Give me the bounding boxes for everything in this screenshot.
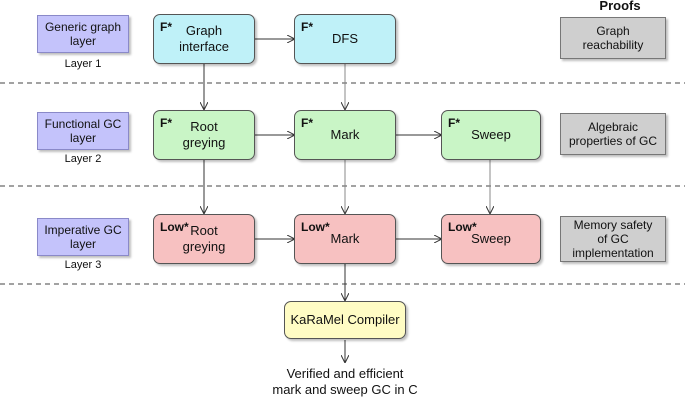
- mark-fstar-box: F* Mark: [294, 110, 396, 160]
- karamel-compiler-label: KaRaMel Compiler: [290, 312, 400, 327]
- proof-algebraic-properties: Algebraic properties of GC: [560, 113, 666, 155]
- graph-interface-box: F* Graph interface: [153, 14, 255, 64]
- sweep-fstar-box: F* Sweep: [441, 110, 541, 160]
- layer-1-number: Layer 1: [64, 58, 102, 70]
- karamel-compiler-box: KaRaMel Compiler: [284, 301, 406, 339]
- proofs-title: Proofs: [599, 0, 641, 13]
- root-greying-fstar-label: Root greying: [182, 119, 226, 150]
- mark-fstar-tag: F*: [301, 116, 313, 130]
- graph-interface-label: Graph interface: [179, 23, 229, 54]
- layer-2-number: Layer 2: [64, 153, 102, 165]
- proof-graph-reachability: Graph reachability: [560, 17, 666, 59]
- dfs-box: F* DFS: [294, 14, 396, 64]
- root-greying-lowstar-box: Low* Root greying: [153, 214, 255, 264]
- proof-memory-safety: Memory safety of GC implementation: [560, 216, 666, 262]
- sweep-lowstar-label: Sweep: [471, 231, 511, 246]
- sweep-lowstar-tag: Low*: [448, 220, 477, 234]
- mark-lowstar-tag: Low*: [301, 220, 330, 234]
- mark-lowstar-box: Low* Mark: [294, 214, 396, 264]
- sweep-fstar-label: Sweep: [471, 127, 511, 142]
- graph-interface-tag: F*: [160, 20, 172, 34]
- dfs-label: DFS: [332, 31, 358, 46]
- layer-3-label: Imperative GC layer: [37, 218, 129, 256]
- root-greying-lowstar-tag: Low*: [160, 220, 189, 234]
- output-text: Verified and efficient mark and sweep GC…: [272, 366, 418, 397]
- mark-fstar-label: Mark: [330, 127, 360, 142]
- root-greying-fstar-tag: F*: [160, 116, 172, 130]
- sweep-lowstar-box: Low* Sweep: [441, 214, 541, 264]
- root-greying-lowstar-label: Root greying: [182, 223, 226, 254]
- layer-3-number: Layer 3: [64, 259, 102, 271]
- root-greying-fstar-box: F* Root greying: [153, 110, 255, 160]
- mark-lowstar-label: Mark: [330, 231, 360, 246]
- dfs-tag: F*: [301, 20, 313, 34]
- layer-2-label: Functional GC layer: [37, 112, 129, 150]
- layer-1-label: Generic graph layer: [37, 15, 129, 53]
- sweep-fstar-tag: F*: [448, 116, 460, 130]
